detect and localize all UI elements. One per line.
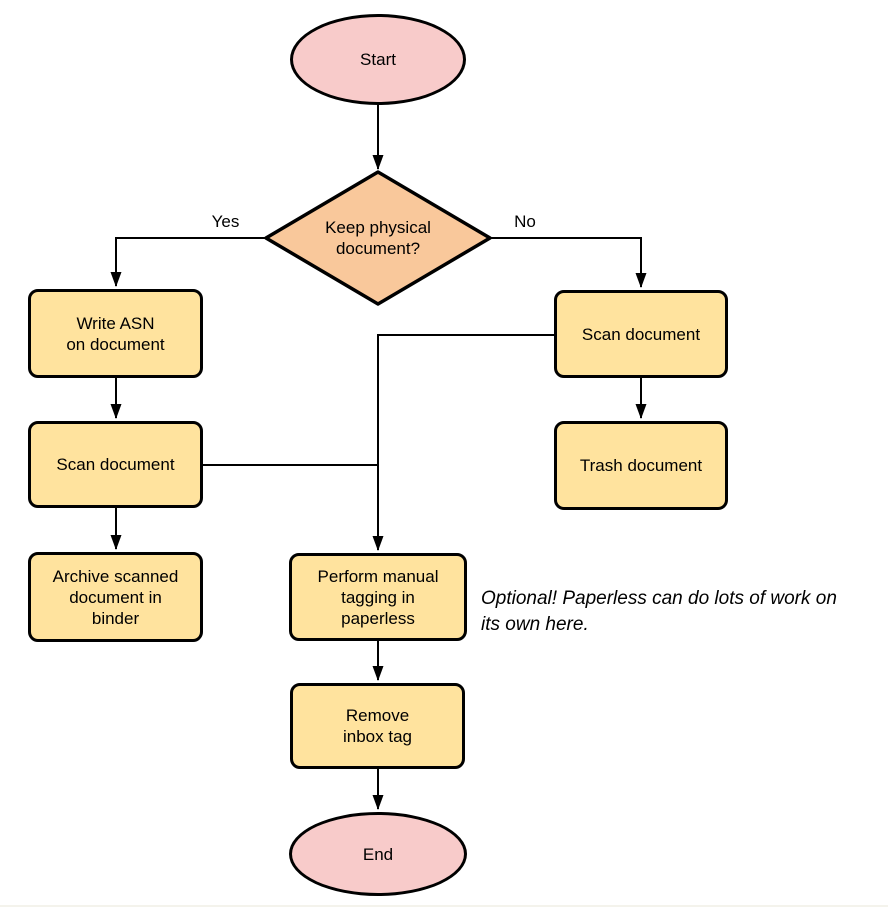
write-asn-node-label: Write ASN on document <box>66 313 165 354</box>
scan-document-right-node-label: Scan document <box>581 324 701 344</box>
manual-tagging-node-label: Perform manual tagging in paperless <box>317 566 439 628</box>
trash-document-node: Trash document <box>554 421 728 510</box>
start-node: Start <box>290 14 466 105</box>
edge-decision-to-write-asn <box>110 237 266 287</box>
decision-node-label: Keep physical document? <box>266 172 490 304</box>
decision-node-text: Keep physical document? <box>325 218 431 258</box>
archive-node-label: Archive scanned document in binder <box>52 566 179 628</box>
decision-node-shape <box>264 170 492 306</box>
edge-scan-right-to-tagging <box>372 334 554 551</box>
scan-document-left-node-label: Scan document <box>56 455 175 474</box>
remove-inbox-tag-node: Remove inbox tag <box>290 683 465 769</box>
bottom-divider <box>0 905 888 907</box>
archive-node: Archive scanned document in binder <box>28 552 203 642</box>
end-node: End <box>289 812 467 896</box>
write-asn-node: Write ASN on document <box>28 289 203 378</box>
edge-label-yes: Yes <box>211 212 240 231</box>
scan-document-right-node: Scan document <box>554 290 728 378</box>
end-node-label: End <box>362 844 394 864</box>
scan-document-left-node: Scan document <box>28 421 203 508</box>
edge-label-no: No <box>514 212 536 231</box>
trash-document-node-label: Trash document <box>579 456 703 475</box>
start-node-label: Start <box>360 50 396 69</box>
edge-decision-to-scan-right <box>490 237 647 288</box>
manual-tagging-node: Perform manual tagging in paperless <box>289 553 467 641</box>
remove-inbox-tag-node-label: Remove inbox tag <box>343 706 412 746</box>
optional-note: Optional! Paperless can do lots of work … <box>481 588 837 635</box>
